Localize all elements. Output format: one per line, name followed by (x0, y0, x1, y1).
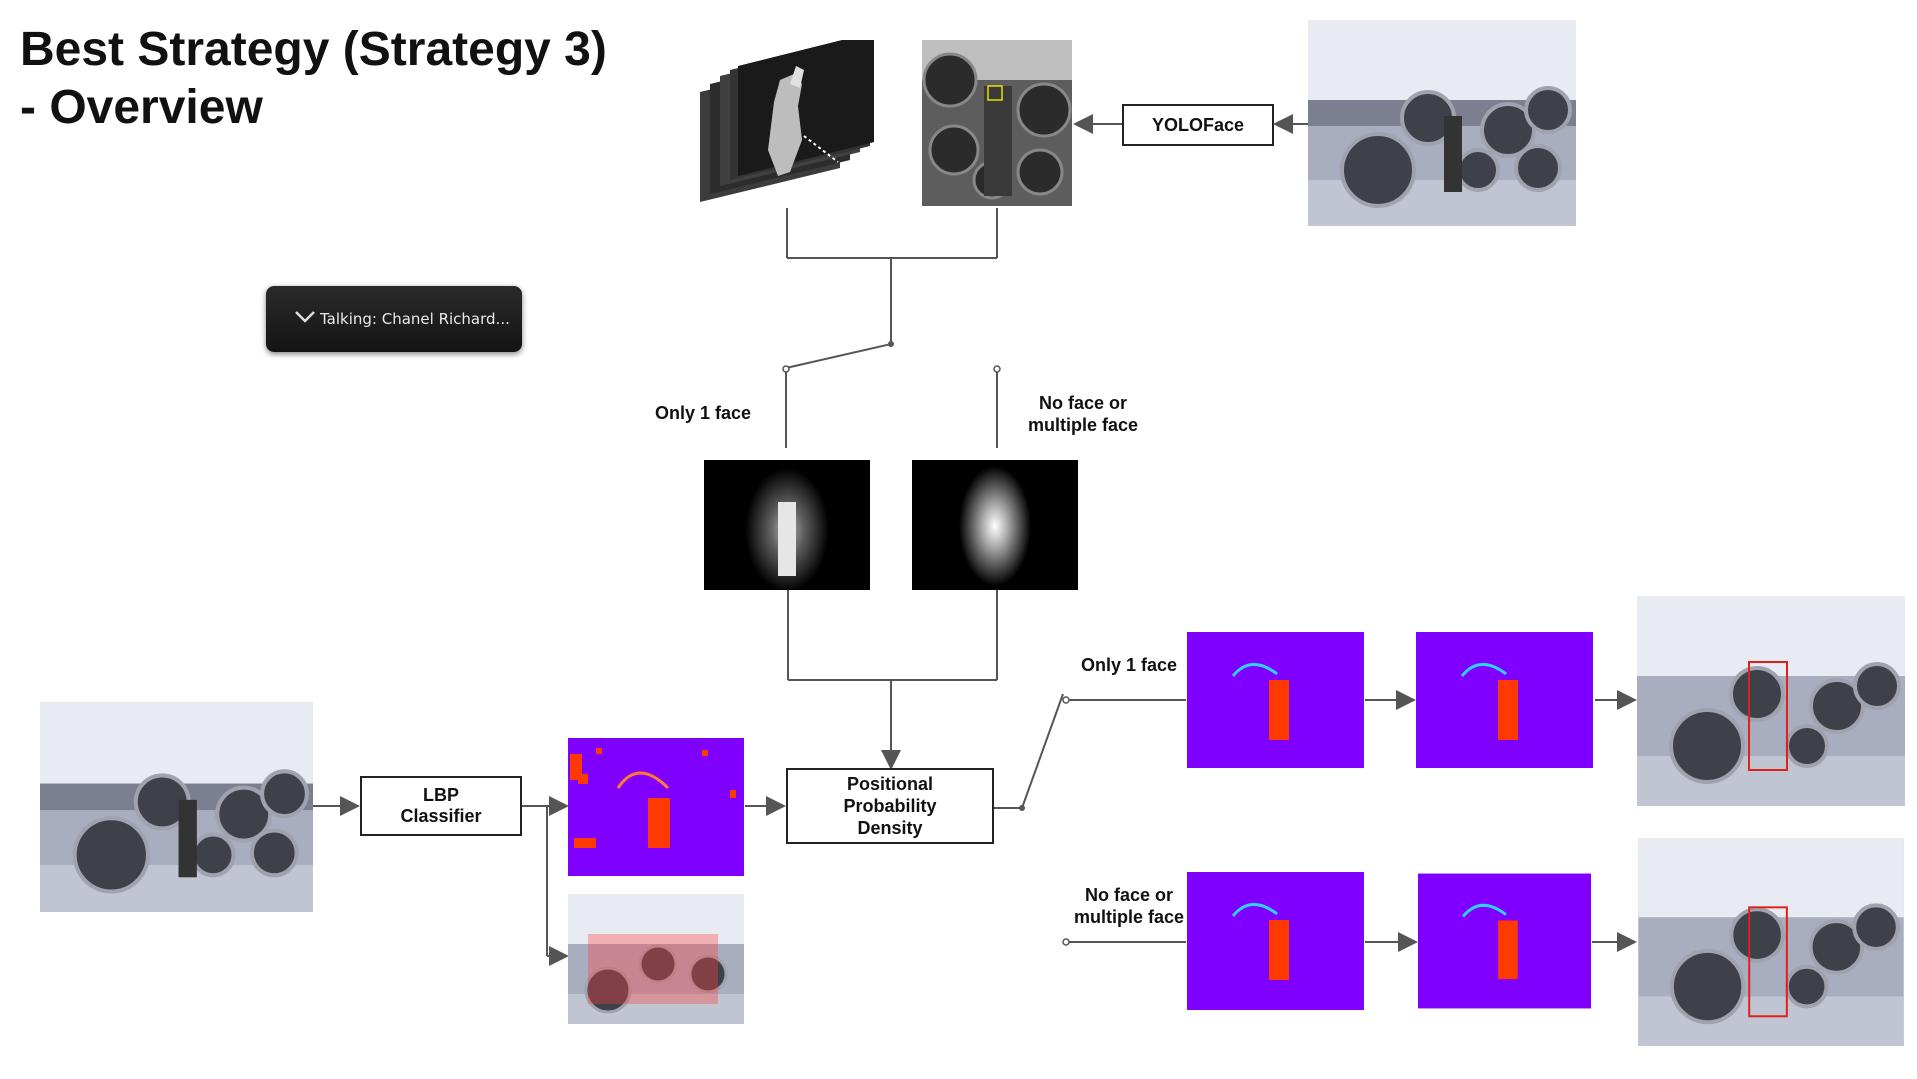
frame-stack-image (700, 40, 874, 202)
label-no-face-right-line1: No face or (1084, 885, 1174, 905)
output-photo-single (1637, 596, 1905, 806)
ppd-line1: Positional (846, 774, 933, 794)
heatmap-single-a (1187, 632, 1364, 768)
lbp-line1: LBP (423, 785, 459, 805)
presenter-talking-text: Talking: Chanel Richard... (320, 310, 510, 328)
ppd-line2: Probability (843, 796, 937, 816)
label-only-one-face: Only 1 face (654, 403, 752, 423)
ppd-box: Positional Probability Density (786, 768, 994, 844)
presenter-talking-pill[interactable]: Talking: Chanel Richard... (266, 286, 522, 352)
heatmap-multi-b (1418, 873, 1591, 1009)
lbp-heatmap (568, 738, 744, 876)
label-no-face-line2: multiple face (1027, 415, 1139, 435)
label-no-face-line1: No face or (1038, 393, 1128, 413)
face-detection-frame (922, 40, 1072, 206)
chevron-down-icon[interactable] (294, 310, 315, 328)
lbp-classifier-box: LBP Classifier (360, 776, 522, 836)
heatmap-single-b (1416, 632, 1593, 768)
label-no-face-right-line2: multiple face (1073, 907, 1185, 927)
label-only-one-face-right: Only 1 face (1080, 655, 1178, 675)
ppd-line3: Density (857, 818, 923, 838)
input-photo-left (40, 702, 313, 912)
output-photo-multi (1638, 838, 1904, 1046)
lbp-line2: Classifier (400, 806, 482, 826)
lbp-overlay-photo (568, 894, 744, 1024)
yoloface-box: YOLOFace (1122, 104, 1274, 146)
input-photo-top (1308, 20, 1576, 226)
density-map-multi-face (912, 460, 1078, 590)
density-map-single-face (704, 460, 870, 590)
slide-title-line1: Best Strategy (Strategy 3) (20, 23, 607, 76)
slide-title-line2: - Overview (20, 81, 263, 134)
heatmap-multi-a (1187, 872, 1364, 1010)
